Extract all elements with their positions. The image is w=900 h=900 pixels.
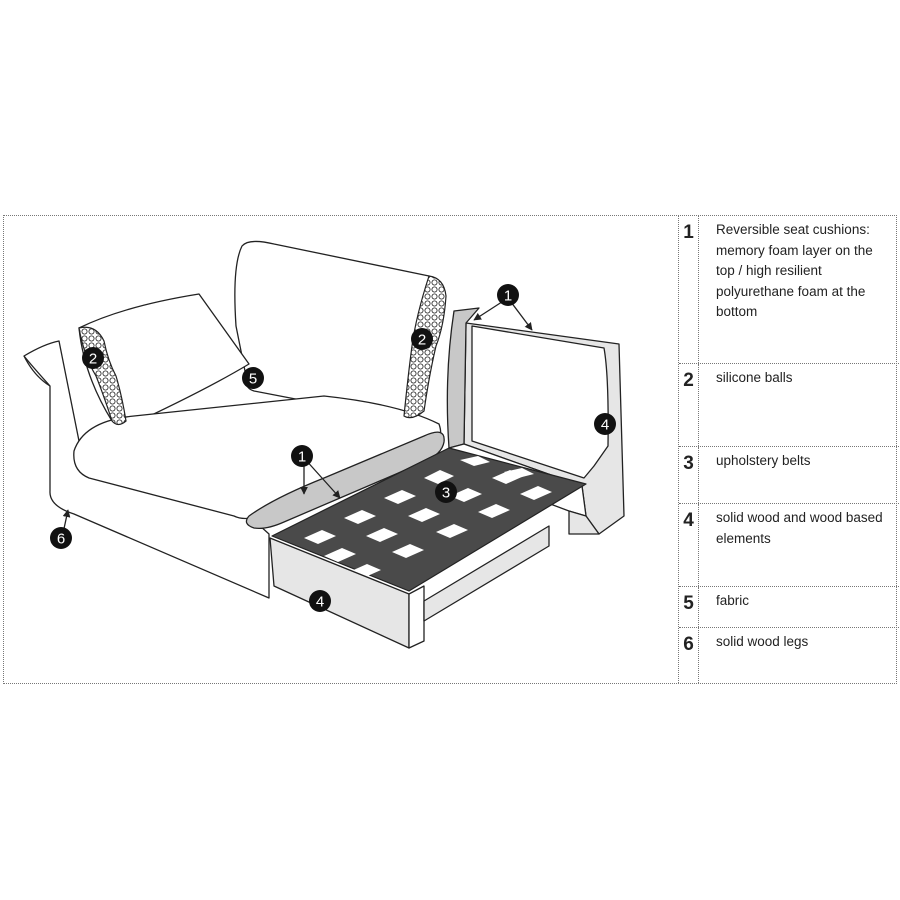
callout-1-top: 1 xyxy=(497,284,519,306)
svg-text:6: 6 xyxy=(57,531,65,548)
legend-number: 1 xyxy=(683,222,694,243)
callout-2-right: 2 xyxy=(411,328,433,350)
svg-text:2: 2 xyxy=(418,332,426,349)
callout-5: 5 xyxy=(242,367,264,389)
legend-text: Reversible seat cushions: memory foam la… xyxy=(716,222,873,319)
cushion-foam-layer xyxy=(245,431,445,530)
legend-text: solid wood and wood based elements xyxy=(716,510,883,546)
svg-text:4: 4 xyxy=(316,594,324,611)
legend-number: 4 xyxy=(683,510,694,531)
callout-2-left: 2 xyxy=(82,347,104,369)
legend-number: 6 xyxy=(683,634,694,655)
legend-number: 3 xyxy=(683,453,694,474)
callout-3: 3 xyxy=(435,481,457,503)
legend-row: 6 solid wood legs xyxy=(679,628,899,683)
diagram-frame: 1 1 2 2 3 4 4 5 xyxy=(3,215,899,684)
side-cushion xyxy=(78,293,250,429)
legend-text: upholstery belts xyxy=(716,453,811,468)
legend-row: 2 silicone balls xyxy=(679,364,899,447)
svg-text:2: 2 xyxy=(89,351,97,368)
legend-row: 4 solid wood and wood based elements xyxy=(679,504,899,587)
legend-text: silicone balls xyxy=(716,370,793,385)
legend-row: 3 upholstery belts xyxy=(679,447,899,504)
svg-text:4: 4 xyxy=(601,417,609,434)
callout-4-front: 4 xyxy=(309,590,331,612)
back-cushion xyxy=(234,240,435,420)
legend-row: 5 fabric xyxy=(679,587,899,628)
callout-4-right: 4 xyxy=(594,413,616,435)
legend-text: solid wood legs xyxy=(716,634,809,649)
sofa-exploded-view: 1 1 2 2 3 4 4 5 xyxy=(23,240,625,649)
legend-table: 1 Reversible seat cushions: memory foam … xyxy=(678,216,899,683)
svg-text:3: 3 xyxy=(442,485,450,502)
callout-1-seat: 1 xyxy=(291,445,313,467)
legend-number: 2 xyxy=(683,370,694,391)
svg-text:1: 1 xyxy=(504,288,512,305)
svg-text:5: 5 xyxy=(249,371,257,388)
svg-text:1: 1 xyxy=(298,449,306,466)
legend-text: fabric xyxy=(716,593,750,608)
legend-number: 5 xyxy=(683,593,694,614)
callout-6: 6 xyxy=(50,527,72,549)
legend-row: 1 Reversible seat cushions: memory foam … xyxy=(679,216,899,364)
